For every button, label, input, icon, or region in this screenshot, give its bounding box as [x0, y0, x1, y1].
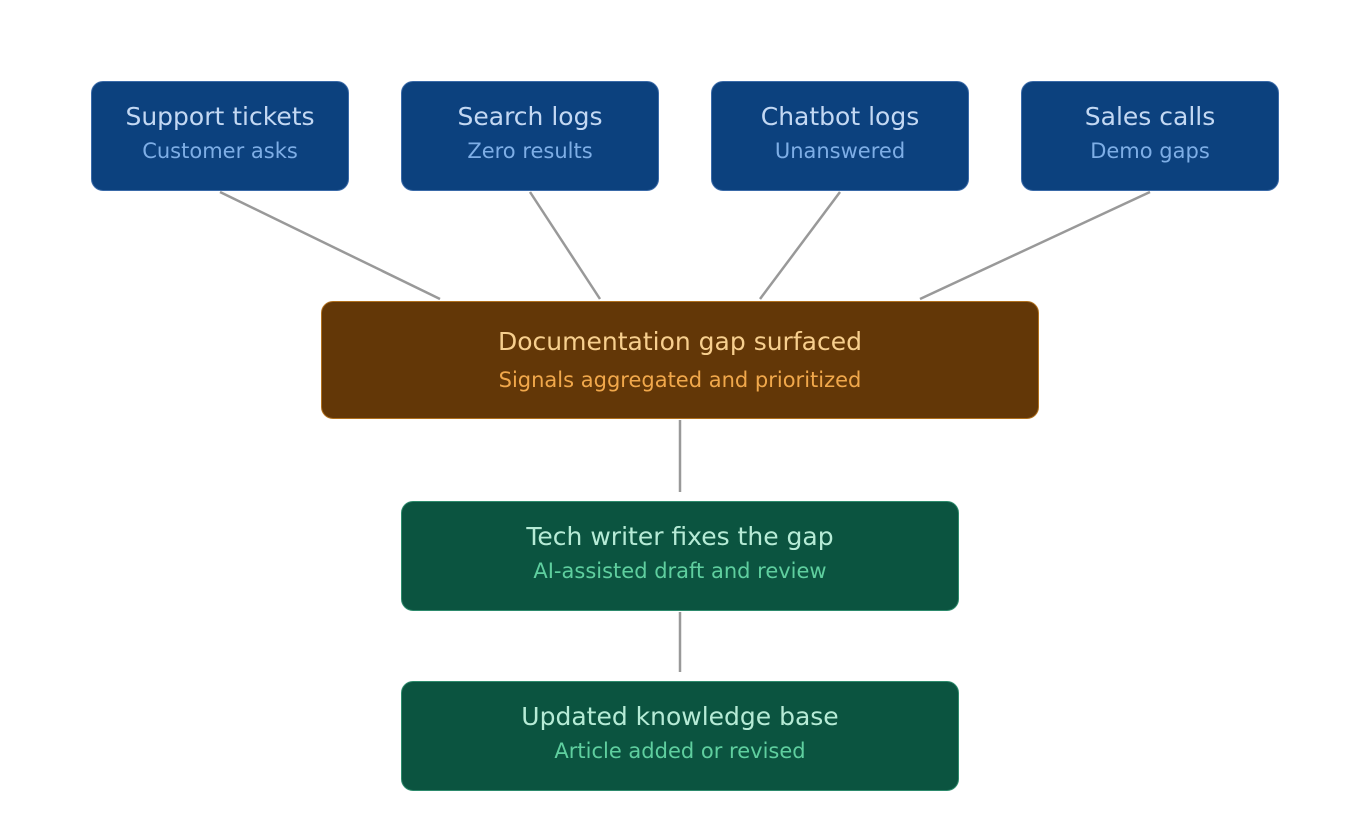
source-sales-calls: Sales calls Demo gaps [1021, 81, 1279, 191]
node-title: Search logs [457, 102, 603, 131]
connector-chatbot-to-gap [758, 191, 842, 300]
source-search-logs: Search logs Zero results [401, 81, 659, 191]
node-subtitle: Signals aggregated and prioritized [498, 368, 862, 392]
node-subtitle: AI-assisted draft and review [533, 559, 827, 583]
node-subtitle: Zero results [467, 139, 593, 163]
connector-search-to-gap [528, 191, 602, 300]
gap-node: Documentation gap surfaced Signals aggre… [321, 301, 1039, 419]
node-title: Documentation gap surfaced [498, 327, 862, 356]
node-title: Updated knowledge base [521, 702, 839, 731]
source-chatbot-logs: Chatbot logs Unanswered [711, 81, 969, 191]
fix-node: Tech writer fixes the gap AI-assisted dr… [401, 501, 959, 611]
node-subtitle: Article added or revised [554, 739, 806, 763]
node-title: Sales calls [1084, 102, 1216, 131]
node-title: Chatbot logs [760, 102, 920, 131]
node-subtitle: Customer asks [142, 139, 298, 163]
source-support-tickets: Support tickets Customer asks [91, 81, 349, 191]
result-node: Updated knowledge base Article added or … [401, 681, 959, 791]
node-subtitle: Unanswered [774, 139, 906, 163]
node-title: Tech writer fixes the gap [526, 522, 834, 551]
connector-sales-to-gap [919, 190, 1151, 301]
node-title: Support tickets [125, 102, 315, 131]
connector-support-to-gap [219, 190, 441, 301]
node-subtitle: Demo gaps [1090, 139, 1210, 163]
